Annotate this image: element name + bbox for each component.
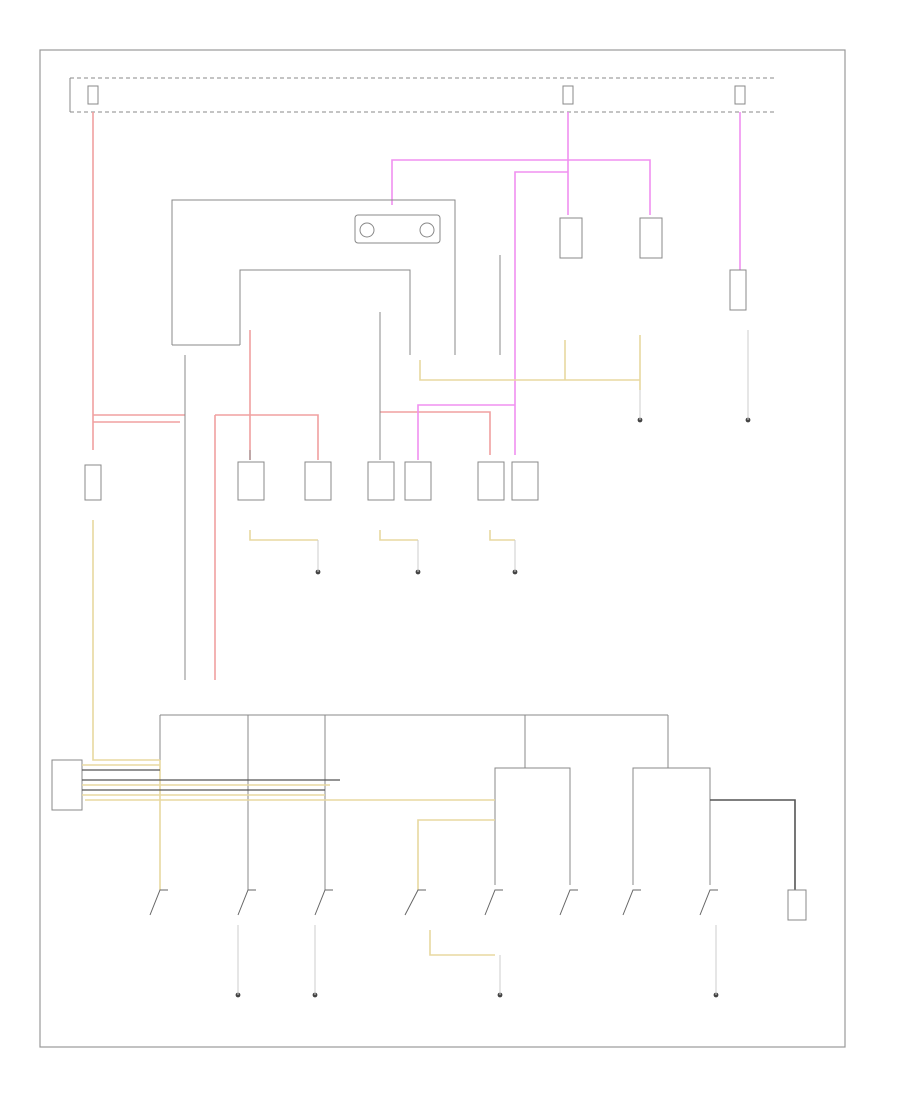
- gray-wire-group: [159, 199, 711, 890]
- pink-wire-group: [391, 112, 741, 460]
- ground-points: [235, 417, 751, 998]
- component-group-upper: [354, 214, 747, 311]
- connector-bundle: [51, 759, 340, 811]
- lamp-row: [84, 461, 539, 501]
- dark-wire-right: [710, 799, 796, 890]
- switch-row-bottom: [149, 889, 807, 921]
- fuse-box-top: [69, 77, 775, 113]
- yellow-wire-group: [85, 335, 641, 956]
- diagram-frame: [39, 49, 846, 1048]
- red-wire-group: [92, 112, 491, 680]
- ground-drop-wires: [237, 330, 749, 995]
